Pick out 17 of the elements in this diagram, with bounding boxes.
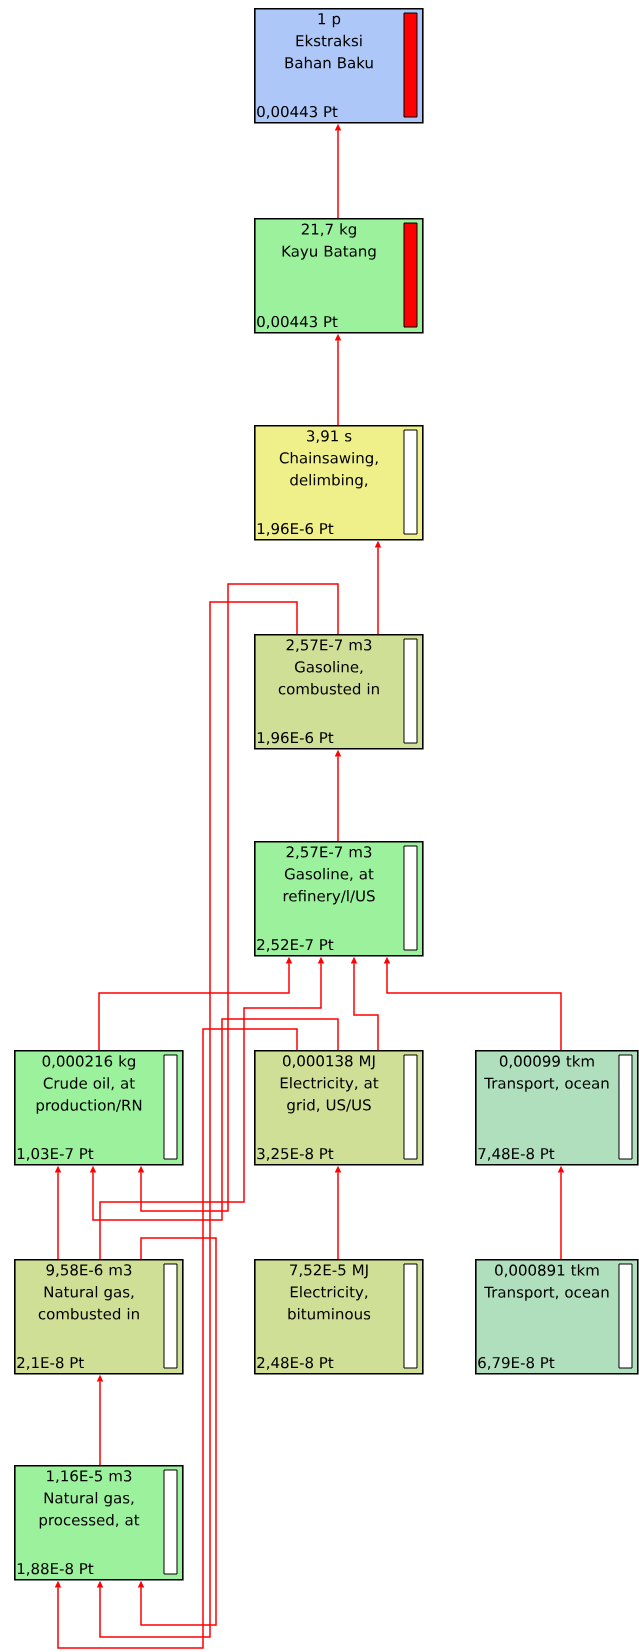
process-box: 0,000138 MJ Electricity, at grid, US/US 3,25E-8 Pt [254,1050,424,1166]
process-box: 0,000216 kg Crude oil, at production/RN 1,03E-7 Pt [14,1050,184,1166]
arrow [137,583,339,1212]
process-box: 2,57E-7 m3 Gasoline, combusted in 1,96E-6 Pt [254,634,424,750]
process-box: 0,000891 tkm Transport, ocean 6,79E-8 Pt [475,1259,639,1375]
process-box: 3,91 s Chainsawing, delimbing, 1,96E-6 Pt [254,425,424,541]
process-box: 1 p Ekstraksi Bahan Baku 0,00443 Pt [254,8,424,124]
process-box: 21,7 kg Kayu Batang 0,00443 Pt [254,218,424,334]
process-box: 0,00099 tkm Transport, ocean 7,48E-8 Pt [475,1050,639,1166]
process-box: 7,52E-5 MJ Electricity, bituminous 2,48E-8 Pt [254,1259,424,1375]
arrow [96,601,298,1638]
process-box: 2,57E-7 m3 Gasoline, at refinery/l/US 2,52E-7 Pt [254,841,424,957]
arrow [137,1237,217,1626]
process-box: 1,16E-5 m3 Natural gas, processed, at 1,88E-8 Pt [14,1465,184,1581]
arrow [89,1018,339,1221]
process-box: 9,58E-6 m3 Natural gas, combusted in 2,1E-8 Pt [14,1259,184,1375]
arrow [54,1028,298,1649]
